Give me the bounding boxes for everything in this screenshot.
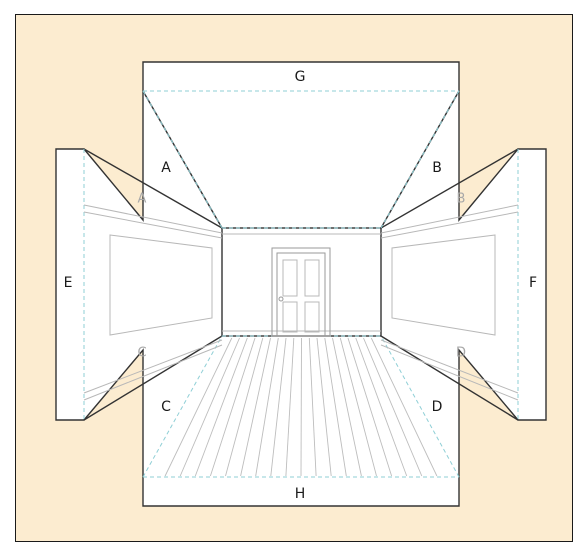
right-wall-details	[380, 204, 519, 401]
label-flap-upper-left: A	[161, 160, 171, 176]
left-wall-details	[83, 204, 223, 401]
floor-plank-line	[363, 337, 423, 477]
back-wall	[221, 227, 382, 337]
label-wall-upper-right: B	[457, 192, 466, 207]
label-flap-upper-right: B	[432, 160, 442, 176]
door	[276, 252, 326, 337]
floor-plank-line	[347, 337, 393, 477]
label-wall-upper-left: A	[138, 192, 147, 207]
floor-plank-line	[339, 337, 377, 477]
label-right-panel: F	[529, 275, 537, 291]
flap-edge-lower-right	[380, 335, 519, 421]
floor-plank-line	[324, 337, 347, 477]
floor-plank-line	[225, 337, 264, 477]
floor-plank-line	[179, 337, 240, 477]
floor-plank-line	[255, 337, 279, 477]
floor-plank-line	[355, 337, 408, 477]
back-wall-details	[222, 233, 381, 337]
floor-plank-line	[209, 337, 256, 477]
floor-plank-line	[370, 337, 438, 477]
door-knob	[278, 296, 284, 302]
floor-plank-line	[308, 337, 317, 477]
floor-plank-line	[285, 337, 295, 477]
label-wall-lower-left: C	[137, 346, 146, 361]
floor-plank-line	[194, 337, 248, 477]
label-flap-lower-left: C	[161, 399, 171, 415]
floor-plank-line	[332, 337, 362, 477]
floor-plank-line	[300, 337, 302, 477]
floor-planks	[164, 337, 438, 477]
floor-plank-line	[240, 337, 271, 477]
floor-plank-line	[270, 337, 287, 477]
floor-plank-line	[164, 337, 233, 477]
floor-plank-line	[316, 337, 332, 477]
label-bottom-panel: H	[295, 486, 306, 502]
label-flap-lower-right: D	[432, 399, 443, 415]
label-wall-lower-right: D	[456, 346, 466, 361]
flap-edge-upper-left	[83, 148, 223, 229]
label-left-panel: E	[64, 275, 73, 291]
flap-edge-upper-right	[380, 148, 519, 229]
flap-edge-lower-left	[83, 335, 223, 421]
label-top-panel: G	[295, 69, 306, 85]
